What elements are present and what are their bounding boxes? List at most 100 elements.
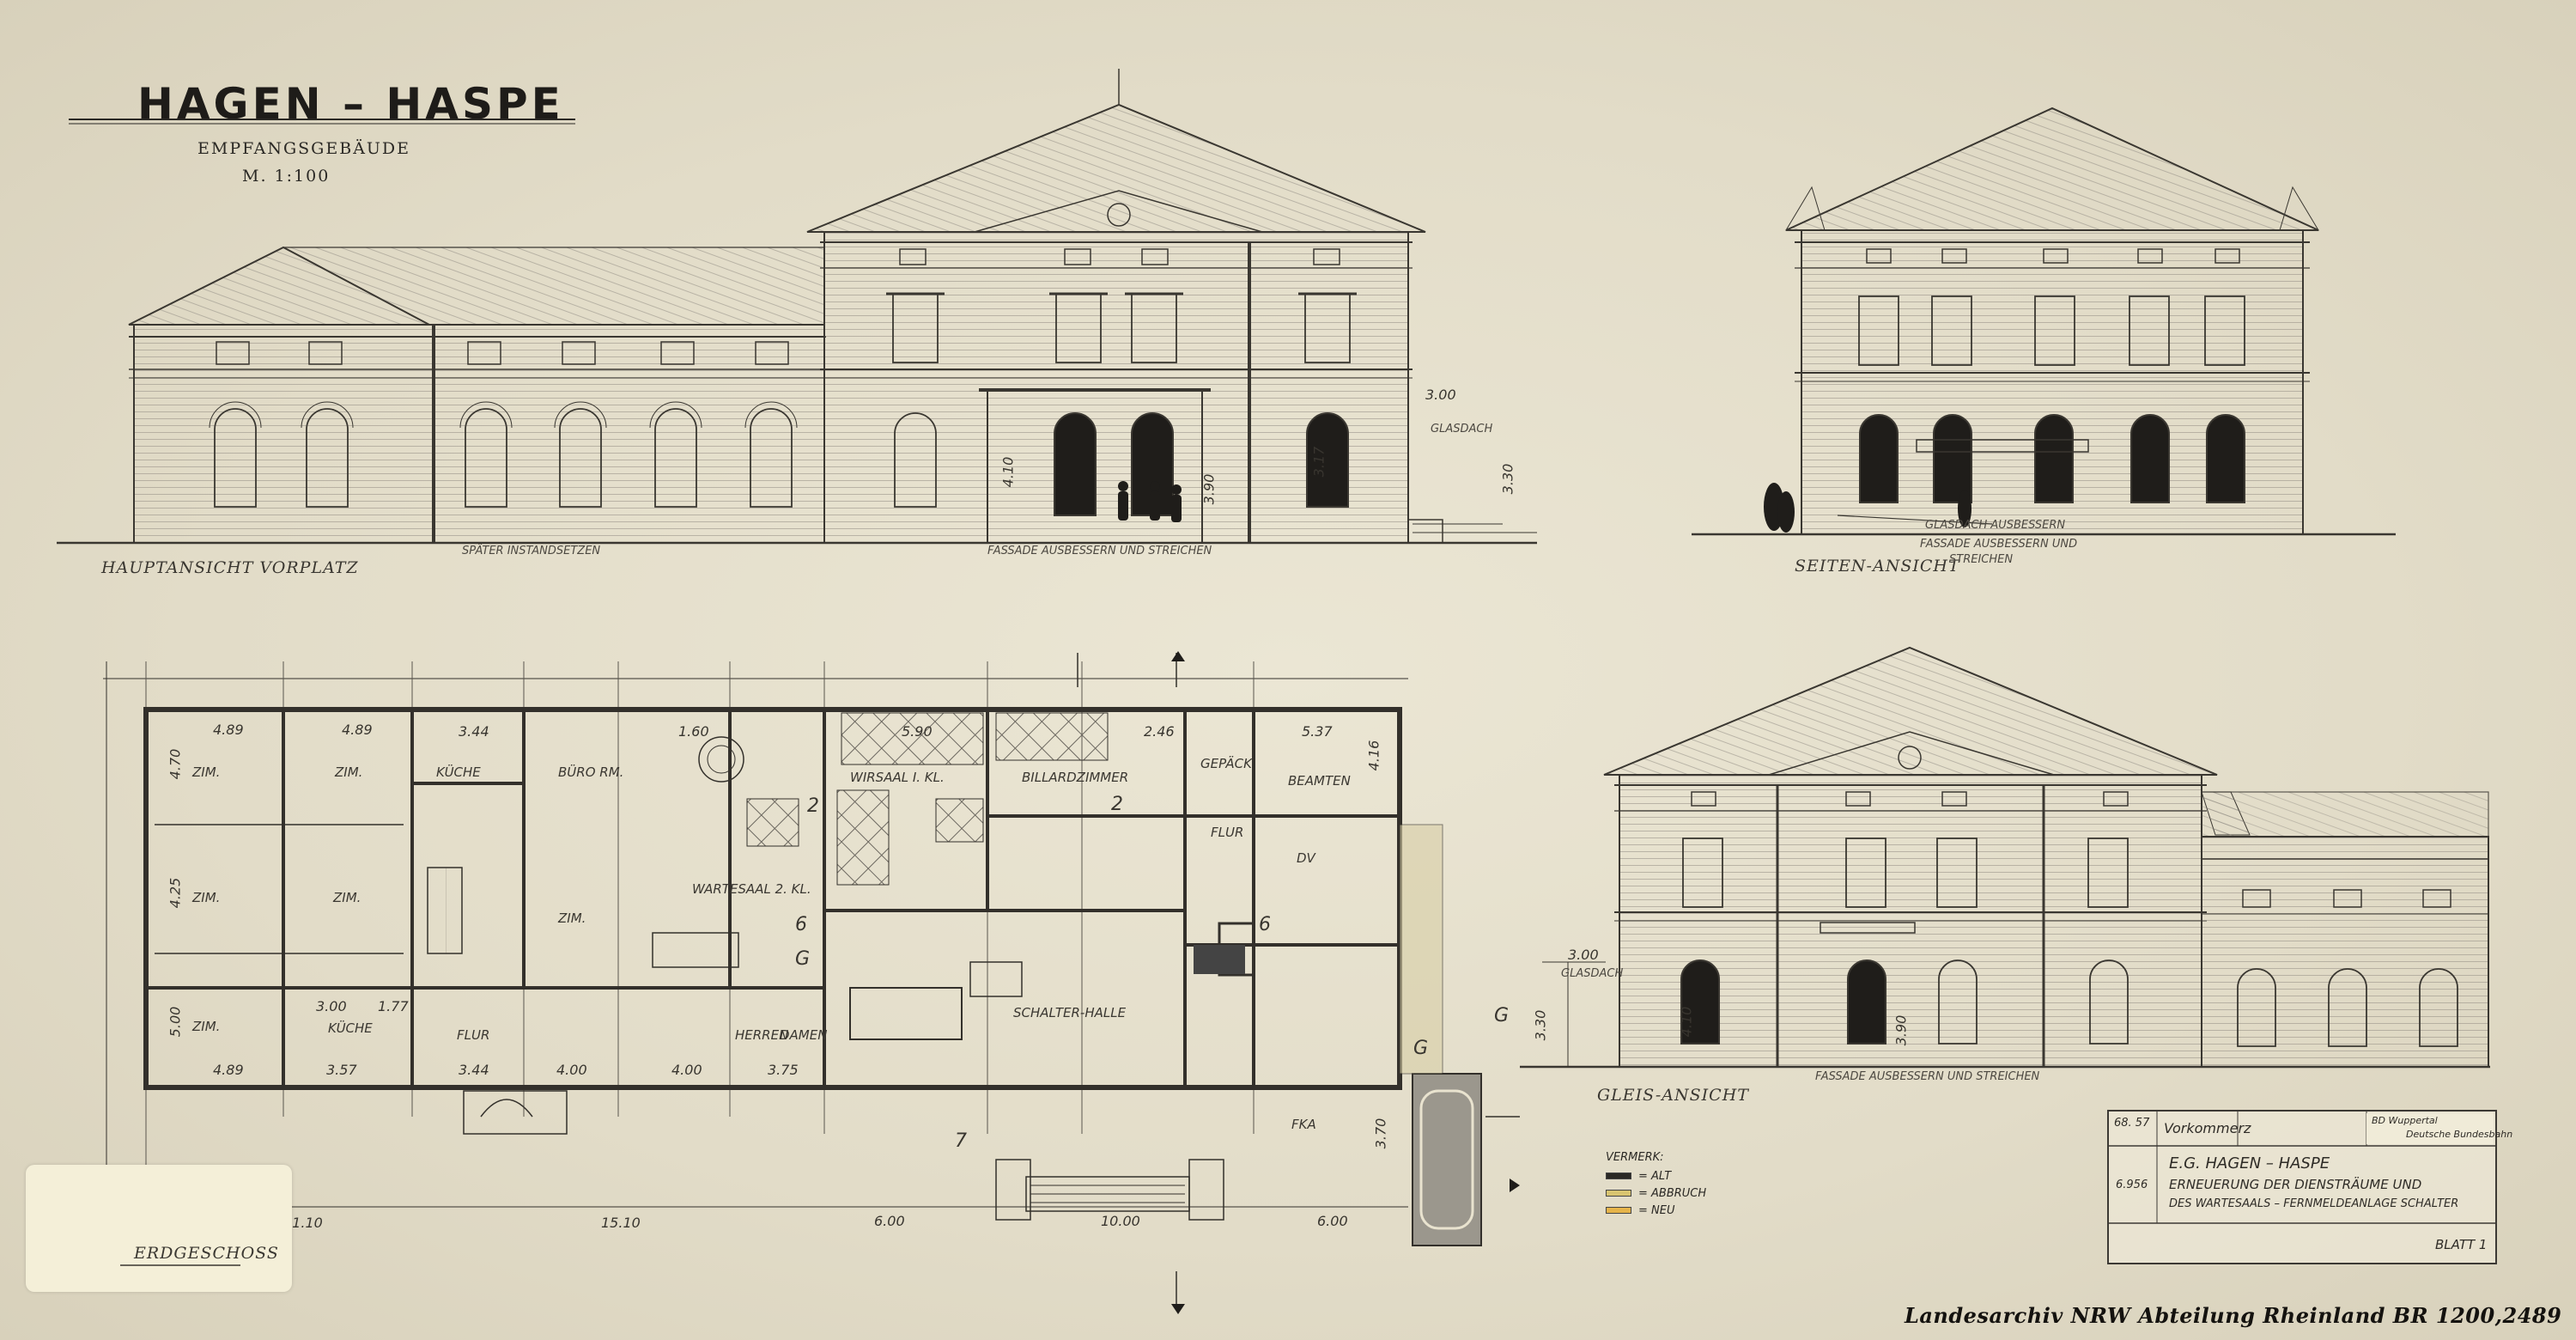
side-elevation	[1692, 107, 2396, 536]
title-block-code: 6.956	[2116, 1179, 2148, 1191]
plan-dim-3: 4.70	[167, 748, 184, 780]
track-dim-3: 4.10	[1678, 1006, 1695, 1038]
plan-dim-17: 5.37	[1302, 723, 1333, 740]
room-schalterhalle: SCHALTER-HALLE	[1013, 1005, 1127, 1020]
title-block-line3: DES WARTESAALS – FERNMELDEANLAGE SCHALTE…	[2169, 1197, 2459, 1210]
front-elevation-label: HAUPTANSICHT VORPLATZ	[101, 558, 359, 577]
plan-dim-9: 1.77	[378, 998, 409, 1014]
front-elevation	[57, 69, 1537, 545]
plan-dim-14: 3.75	[768, 1062, 799, 1078]
plan-mark-7: 7	[955, 1130, 967, 1152]
room-zim-4: ZIM.	[333, 890, 361, 905]
plan-dim-6: 4.89	[213, 1062, 244, 1078]
plan-dim-23: 6.00	[874, 1213, 905, 1229]
title-block-org: BD Wuppertal	[2372, 1115, 2438, 1126]
room-fka: FKA	[1291, 1117, 1316, 1132]
room-damen: DAMEN	[780, 1027, 828, 1043]
legend-label-alt: = ALT	[1638, 1169, 1672, 1183]
floor-plan-label-underline	[120, 1264, 240, 1266]
title-block-top-left: 68. 57	[2114, 1117, 2150, 1130]
room-flur-2: FLUR	[1211, 825, 1244, 840]
front-dim-2: 3.30	[1499, 463, 1516, 495]
legend-label-abbruch: = ABBRUCH	[1638, 1186, 1707, 1200]
drawing-subtitle: EMPFANGSGEBÄUDE	[197, 139, 411, 158]
plan-dim-18: 4.16	[1365, 740, 1382, 771]
legend-heading: VERMERK:	[1606, 1151, 1664, 1164]
plan-dim-5: 5.00	[167, 1006, 184, 1038]
front-note-2: FASSADE AUSBESSERN UND STREICHEN	[987, 545, 1212, 557]
title-block-line1: E.G. HAGEN – HASPE	[2169, 1154, 2330, 1172]
front-note-1: SPÄTER INSTANDSETZEN	[462, 545, 601, 557]
plan-dim-19: 3.70	[1372, 1118, 1389, 1149]
legend: VERMERK: = ALT = ABBRUCH = NEU	[1606, 1151, 1735, 1263]
plan-mark-2a: 2	[807, 795, 819, 817]
plan-mark-ga: G	[795, 948, 811, 970]
plan-dim-25: 6.00	[1317, 1213, 1348, 1229]
plan-dim-2: 4.89	[342, 722, 373, 738]
legend-item-alt: = ALT	[1606, 1167, 1735, 1185]
plan-dim-12: 4.00	[556, 1062, 587, 1078]
plan-dim-21: 11.10	[283, 1215, 323, 1231]
plan-dim-1: 4.89	[213, 722, 244, 738]
room-buero: BÜRO RM.	[558, 764, 624, 780]
title-block-top-mid: Vorkommerz	[2164, 1120, 2251, 1136]
title-block-sheet: BLATT 1	[2435, 1237, 2488, 1252]
room-dv: DV	[1297, 850, 1315, 866]
front-dim-1: 3.00	[1425, 387, 1456, 403]
front-dim-5: 3.90	[1200, 473, 1218, 505]
plan-dim-16: 2.46	[1144, 723, 1175, 740]
plan-mark-2b: 2	[1111, 794, 1123, 815]
room-billard: BILLARDZIMMER	[1022, 770, 1129, 785]
legend-label-neu: = NEU	[1638, 1203, 1675, 1217]
side-note-1: GLASDACH AUSBESSERN	[1925, 519, 2066, 532]
floor-plan-label: ERDGESCHOSS	[134, 1244, 279, 1263]
room-wirsaal: WIRSAAL I. KL.	[850, 770, 945, 785]
legend-item-abbruch: = ABBRUCH	[1606, 1185, 1735, 1202]
plan-dim-13: 4.00	[671, 1062, 702, 1078]
front-dim-4: 4.10	[999, 456, 1017, 488]
track-dim-glasdach: GLASDACH	[1561, 967, 1624, 980]
track-dim-1: 3.00	[1568, 947, 1599, 963]
room-zim-3: ZIM.	[192, 890, 221, 905]
plan-dim-7: 3.57	[326, 1062, 357, 1078]
plan-mark-6a: 6	[795, 914, 807, 935]
legend-swatch-neu	[1606, 1207, 1631, 1214]
side-note-2: FASSADE AUSBESSERN UND	[1920, 538, 2078, 551]
room-zim-1: ZIM.	[192, 764, 221, 780]
room-zim-5: ZIM.	[558, 911, 586, 926]
plan-mark-6b: 6	[1259, 914, 1271, 935]
plan-dim-8: 3.00	[316, 998, 347, 1014]
legend-swatch-alt	[1606, 1172, 1631, 1179]
track-note-1: FASSADE AUSBESSERN UND STREICHEN	[1815, 1070, 2040, 1083]
room-gepaeck: GEPÄCK	[1200, 756, 1252, 771]
plan-dim-20: 1.60	[678, 723, 709, 740]
drawing-title: HAGEN – HASPE	[137, 79, 564, 129]
plan-dim-10: 3.44	[459, 723, 489, 740]
plan-dim-4: 4.25	[167, 877, 184, 909]
room-zim-6: ZIM.	[192, 1019, 221, 1034]
track-dim-2: 3.30	[1532, 1009, 1549, 1041]
front-dim-glasdach: GLASDACH	[1431, 423, 1493, 436]
room-wartesaal: WARTESAAL 2. KL.	[692, 881, 811, 897]
drawing-scale: M. 1:100	[242, 167, 331, 186]
front-dim-3: 3.17	[1310, 446, 1327, 478]
room-flur-1: FLUR	[457, 1027, 490, 1043]
side-elevation-label: SEITEN-ANSICHT	[1795, 557, 1960, 576]
plan-dim-24: 10.00	[1101, 1213, 1140, 1229]
legend-item-neu: = NEU	[1606, 1202, 1735, 1219]
room-herren: HERREN	[735, 1027, 789, 1043]
title-block-org2: Deutsche Bundesbahn	[2406, 1129, 2513, 1140]
track-elevation-label: GLEIS-ANSICHT	[1597, 1086, 1749, 1105]
legend-swatch-abbruch	[1606, 1190, 1631, 1197]
plan-mark-gb: G	[1413, 1038, 1429, 1059]
room-zim-2: ZIM.	[335, 764, 363, 780]
label-card	[26, 1165, 292, 1292]
room-beamten: BEAMTEN	[1288, 773, 1351, 789]
title-block-line2: ERNEUERUNG DER DIENSTRÄUME UND	[2169, 1177, 2422, 1192]
floor-plan	[103, 651, 1520, 1314]
title-block: 68. 57 Vorkommerz BD Wuppertal Deutsche …	[2107, 1110, 2512, 1264]
plan-dim-22: 15.10	[601, 1215, 641, 1231]
plan-dim-11: 3.44	[459, 1062, 489, 1078]
